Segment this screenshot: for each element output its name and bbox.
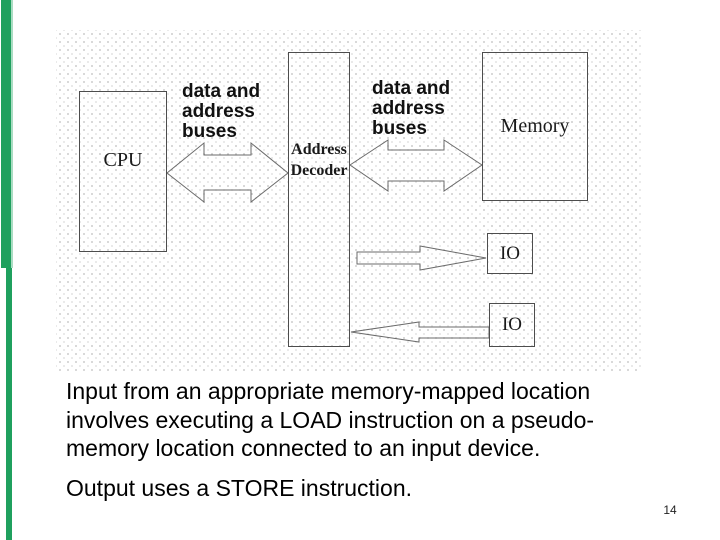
- bus-label-left-line3: buses: [182, 121, 237, 142]
- page-number: 14: [663, 503, 677, 517]
- memory-block: Memory: [482, 52, 588, 201]
- left-accent-bar-top: [1, 0, 11, 268]
- bus-label-left-line1: data and: [182, 81, 261, 102]
- bus-label-right-line3: buses: [372, 118, 427, 139]
- io-block-bottom: IO: [489, 303, 535, 347]
- io-block-top: IO: [487, 233, 533, 274]
- body-paragraph-1-line1: Input from an appropriate memory-mapped …: [66, 378, 591, 404]
- bus-label-right-line1: data and: [372, 78, 451, 99]
- address-decoder-block: Address Decoder: [288, 52, 350, 347]
- dotted-canvas-background: [56, 30, 641, 372]
- address-decoder-label-line1: Address: [291, 141, 347, 158]
- bus-label-right: data and address buses: [372, 79, 450, 139]
- io-bottom-label: IO: [501, 314, 523, 335]
- left-accent-bar-highlight: [11, 0, 13, 268]
- bus-label-left: data and address buses: [182, 82, 260, 142]
- bus-label-left-line2: address: [182, 101, 255, 122]
- bus-label-right-line2: address: [372, 98, 445, 119]
- body-paragraph-1-line3: memory location connected to an input de…: [66, 435, 541, 461]
- io-to-decoder-arrow: [350, 321, 490, 343]
- left-accent-bar-bottom: [6, 268, 12, 540]
- cpu-label: CPU: [103, 149, 143, 171]
- body-paragraph-2: Output uses a STORE instruction.: [66, 475, 413, 501]
- io-top-label: IO: [499, 242, 521, 264]
- cpu-decoder-bus-arrow: [166, 141, 289, 204]
- address-decoder-label-line2: Decoder: [290, 162, 348, 179]
- architecture-diagram: CPU Address Decoder Memory IO IO data an…: [56, 30, 641, 372]
- decoder-to-io-arrow: [356, 245, 487, 271]
- body-paragraph-1: Input from an appropriate memory-mapped …: [66, 377, 594, 463]
- decoder-memory-bus-arrow: [349, 139, 483, 192]
- body-paragraph-1-line2: involves executing a LOAD instruction on…: [66, 406, 595, 433]
- memory-label: Memory: [500, 115, 570, 137]
- cpu-block: CPU: [79, 91, 167, 252]
